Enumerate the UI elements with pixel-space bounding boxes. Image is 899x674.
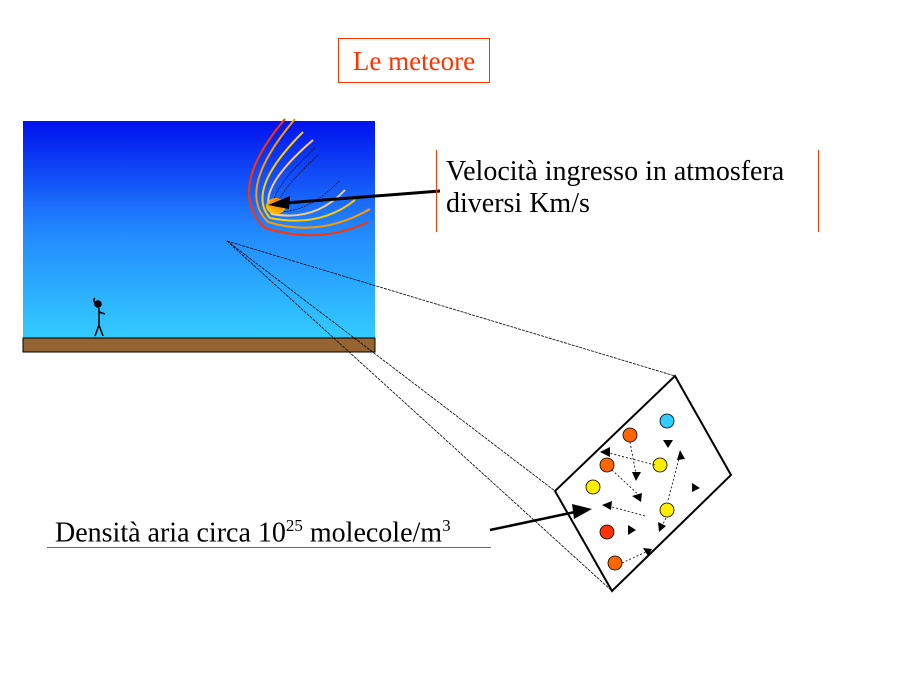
sky: [23, 121, 375, 339]
density-label: Densità aria circa 1025 molecole/m3: [47, 508, 491, 548]
density-exponent: 25: [285, 516, 303, 535]
velocity-label-line1: Velocità ingresso in atmosfera: [446, 156, 785, 187]
density-prefix: Densità aria circa 10: [55, 517, 286, 549]
molecules: [585, 413, 675, 571]
velocity-arrow: [284, 189, 441, 205]
unit-exponent: 3: [442, 516, 451, 535]
motion-arrows: [604, 441, 681, 564]
density-arrowhead: [572, 504, 592, 519]
density-unit: molecole/m: [302, 517, 443, 549]
ground: [22, 337, 376, 353]
zoom-lines: [226, 240, 676, 592]
velocity-label: Velocità ingresso in atmosfera diversi K…: [436, 150, 819, 232]
label-border: [818, 150, 819, 232]
observer-figure: [93, 297, 106, 337]
velocity-arrowhead: [268, 196, 290, 209]
slide-title: Le meteore: [338, 38, 490, 83]
arrowheads: [600, 440, 700, 556]
air-sample-box: [553, 374, 733, 593]
velocity-label-line2: diversi Km/s: [446, 188, 590, 219]
density-arrow: [489, 510, 576, 532]
